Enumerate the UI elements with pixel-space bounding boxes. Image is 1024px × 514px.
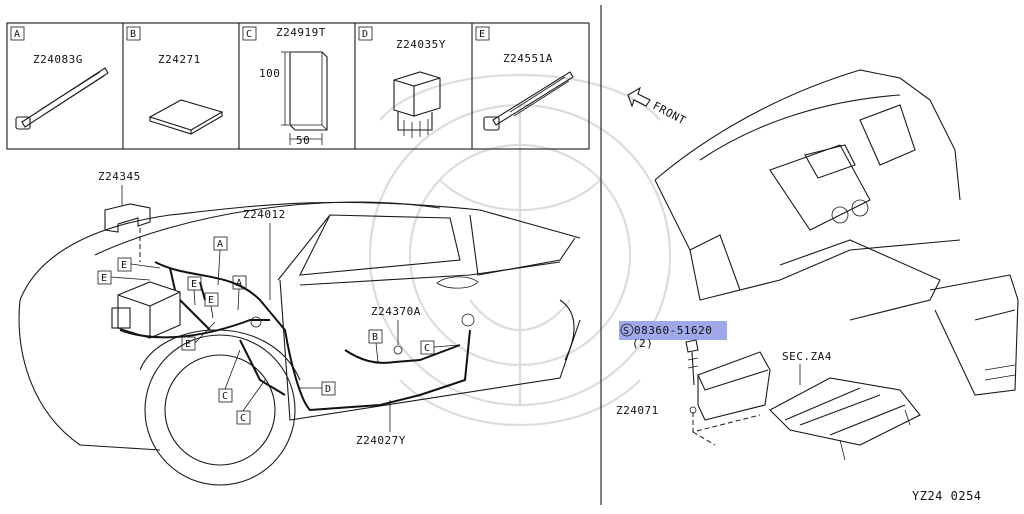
parts-cell-b[interactable]: B Z24271 xyxy=(126,26,224,135)
svg-text:C: C xyxy=(424,343,430,354)
cell-letter: A xyxy=(14,29,20,40)
bolt-prefix: S xyxy=(623,326,629,337)
tape-sheet-icon xyxy=(281,51,328,145)
bolt-callout[interactable]: S 08360-51620 (2) xyxy=(619,321,727,350)
dimension-width: 50 xyxy=(296,134,310,147)
bolt-part-number: 08360-51620 xyxy=(634,324,712,337)
label-bracket: Z24345 xyxy=(98,170,141,183)
foam-pad-icon xyxy=(148,99,224,135)
part-number: Z24919T xyxy=(276,26,326,39)
callout-c-1[interactable]: C xyxy=(420,340,461,355)
cable-tie-icon xyxy=(15,67,109,130)
left-harness-diagram: Z24345 Z24012 Z24370A Z24027Y A A E E xyxy=(18,170,581,486)
svg-text:E: E xyxy=(101,273,107,284)
section-reference: SEC.ZA4 xyxy=(782,350,832,363)
callout-e-4[interactable]: E xyxy=(204,292,219,319)
part-number: Z24035Y xyxy=(396,38,446,51)
callout-c-3[interactable]: C xyxy=(236,379,266,425)
dashboard-outline xyxy=(654,69,1019,396)
svg-text:C: C xyxy=(240,413,246,424)
car-body-outline xyxy=(18,201,581,451)
front-arrow xyxy=(627,86,651,108)
svg-text:D: D xyxy=(325,384,331,395)
front-wheel xyxy=(139,329,301,486)
watermark-emblem xyxy=(368,74,672,427)
cell-letter: B xyxy=(130,29,136,40)
bracket-z24071 xyxy=(689,351,771,446)
front-label: FRONT xyxy=(651,99,689,127)
parts-table: A Z24083G B Z24271 C Z24919T xyxy=(6,22,590,150)
dimension-height: 100 xyxy=(259,67,280,80)
svg-text:C: C xyxy=(222,391,228,402)
part-number: Z24551A xyxy=(503,52,553,65)
battery-box xyxy=(111,281,181,339)
svg-text:A: A xyxy=(236,278,242,289)
cable-tie-icon xyxy=(483,71,574,131)
parts-cell-a[interactable]: A Z24083G xyxy=(10,26,109,130)
svg-text:E: E xyxy=(191,279,197,290)
wire-harness xyxy=(119,261,475,412)
label-bracket-part: Z24071 xyxy=(616,404,659,417)
seat-frame xyxy=(769,377,921,461)
bolt-quantity: (2) xyxy=(632,337,653,350)
part-number: Z24271 xyxy=(158,53,201,66)
callout-e-1[interactable]: E xyxy=(117,257,161,272)
callout-d[interactable]: D xyxy=(300,381,336,396)
callout-e-2[interactable]: E xyxy=(97,270,151,285)
svg-text:E: E xyxy=(121,260,127,271)
parts-cell-e[interactable]: E Z24551A xyxy=(475,26,574,131)
part-number: Z24083G xyxy=(33,53,83,66)
svg-text:B: B xyxy=(372,332,378,343)
callout-a-1[interactable]: A xyxy=(213,236,228,286)
figure-id: YZ24 0254 xyxy=(912,489,982,503)
bracket-z24345 xyxy=(104,203,151,262)
parts-cell-c[interactable]: C Z24919T 100 50 xyxy=(242,26,328,147)
label-harness-body: Z24027Y xyxy=(356,434,406,447)
callout-a-2[interactable]: A xyxy=(232,275,247,311)
svg-text:E: E xyxy=(208,295,214,306)
parts-cell-d[interactable]: D Z24035Y xyxy=(358,26,446,138)
label-clip: Z24370A xyxy=(371,305,421,318)
cell-letter: E xyxy=(479,29,485,40)
cell-letter: C xyxy=(246,29,252,40)
callout-e-5[interactable]: E xyxy=(181,321,216,351)
callout-c-2[interactable]: C xyxy=(218,349,241,403)
cell-letter: D xyxy=(362,29,368,40)
svg-text:A: A xyxy=(217,239,223,250)
svg-text:E: E xyxy=(185,339,191,350)
label-harness-main: Z24012 xyxy=(243,208,286,221)
callout-b[interactable]: B xyxy=(368,329,383,363)
part-highlight xyxy=(619,321,727,340)
callout-e-3[interactable]: E xyxy=(187,276,202,306)
bolt-icon xyxy=(685,339,699,386)
right-dashboard-diagram: FRONT S 08360-51620 (2) xyxy=(616,69,1019,461)
relay-icon xyxy=(393,71,441,138)
